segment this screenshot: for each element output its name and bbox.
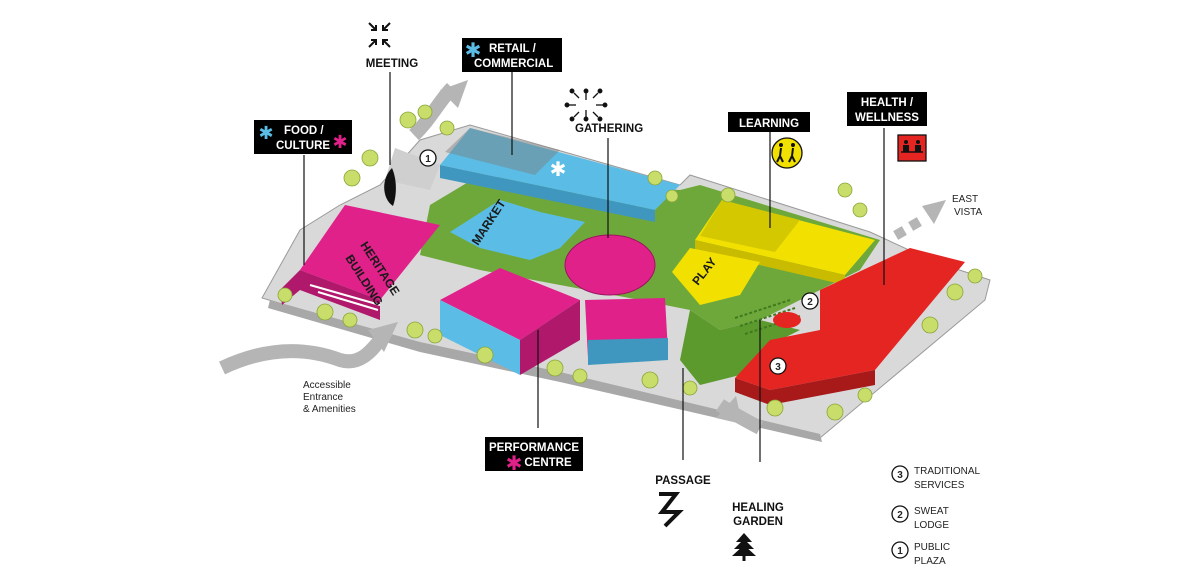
- meeting-arrows-icon: [368, 22, 391, 48]
- accessible-arrow-head: [368, 322, 398, 352]
- svg-text:1: 1: [425, 154, 431, 165]
- asterisk-icon: ✱: [332, 132, 347, 153]
- performance-label-box: PERFORMANCE CENTRE ✱: [485, 437, 583, 475]
- gathering-burst-icon: [564, 88, 608, 122]
- north-arrow-head: [440, 80, 468, 108]
- svg-text:2: 2: [807, 297, 813, 308]
- svg-text:3: 3: [775, 362, 781, 373]
- asterisk-icon: ✱: [258, 123, 273, 144]
- retail-label-line-2: COMMERCIAL: [474, 58, 553, 70]
- south-arrow-head: [716, 396, 742, 424]
- leader-lines: [303, 72, 885, 462]
- meeting-sculpture: [384, 168, 396, 206]
- retail-label-box: RETAIL / COMMERCIAL ✱: [462, 38, 562, 72]
- performance-centre: [440, 268, 668, 375]
- market-plaza: [450, 200, 585, 260]
- meeting-label: MEETING: [366, 58, 418, 70]
- gathering-circle: [564, 234, 656, 296]
- meeting-plaza: [385, 148, 440, 190]
- food-label-line-1: FOOD /: [284, 125, 324, 137]
- food-label-box: FOOD / CULTURE ✱ ✱: [254, 120, 352, 154]
- svg-text:SERVICES: SERVICES: [914, 480, 965, 491]
- performance-label-line-2: CENTRE: [524, 457, 572, 469]
- legend: 3 TRADITIONAL SERVICES 2 SWEAT LODGE 1 P…: [891, 465, 981, 567]
- health-label-line-2: WELLNESS: [855, 112, 919, 124]
- east-vista-label-2: VISTA: [954, 207, 982, 218]
- learning-label: LEARNING: [739, 118, 799, 130]
- accessible-label-1: Accessible: [303, 380, 351, 391]
- food-label-line-2: CULTURE: [276, 140, 330, 152]
- svg-text:PUBLIC: PUBLIC: [914, 542, 950, 553]
- passage-label: PASSAGE: [655, 475, 711, 487]
- marker-sweat-lodge: 2: [801, 292, 819, 310]
- health-label-box: HEALTH / WELLNESS: [847, 92, 927, 126]
- performance-label-line-1: PERFORMANCE: [489, 442, 579, 454]
- heritage-building: [280, 205, 440, 320]
- svg-text:SWEAT: SWEAT: [914, 506, 949, 517]
- legend-item-sweat-lodge: 2 SWEAT LODGE: [891, 505, 949, 531]
- svg-text:TRADITIONAL: TRADITIONAL: [914, 466, 981, 477]
- healing-garden-area: [680, 310, 800, 385]
- healing-garden-label-1: HEALING: [732, 502, 784, 514]
- learning-label-box: LEARNING: [728, 112, 810, 132]
- legend-item-traditional-services: 3 TRADITIONAL SERVICES: [891, 465, 981, 491]
- accessible-label-2: Entrance: [303, 392, 343, 403]
- play-area: [672, 248, 760, 305]
- gathering-label: GATHERING: [575, 123, 643, 135]
- healing-garden-label-2: GARDEN: [733, 516, 783, 528]
- marker-public-plaza: 1: [419, 149, 437, 167]
- wellness-building: [735, 248, 965, 405]
- retail-building: [440, 128, 680, 222]
- accessible-label-3: & Amenities: [303, 404, 356, 415]
- svg-text:1: 1: [897, 546, 903, 557]
- people-walking-icon: [771, 137, 803, 169]
- marker-traditional-services: 3: [769, 357, 787, 375]
- asterisk-icon: ✱: [465, 38, 482, 62]
- pine-tree-icon: [732, 533, 756, 561]
- east-vista-label-1: EAST: [952, 194, 978, 205]
- passage-zigzag-icon: [657, 492, 684, 528]
- wellness-bench-icon: [897, 134, 927, 162]
- retail-label-line-1: RETAIL /: [489, 43, 537, 55]
- trees: [277, 104, 983, 421]
- svg-text:2: 2: [897, 510, 903, 521]
- health-label-line-1: HEALTH /: [861, 97, 914, 109]
- svg-text:PLAZA: PLAZA: [914, 556, 946, 567]
- legend-item-public-plaza: 1 PUBLIC PLAZA: [891, 541, 950, 567]
- east-vista-arrow: [893, 200, 946, 240]
- asterisk-icon: ✱: [506, 451, 523, 475]
- svg-text:3: 3: [897, 470, 903, 481]
- learning-building: [695, 200, 875, 285]
- asterisk-icon: ✱: [550, 157, 567, 181]
- svg-text:LODGE: LODGE: [914, 520, 949, 531]
